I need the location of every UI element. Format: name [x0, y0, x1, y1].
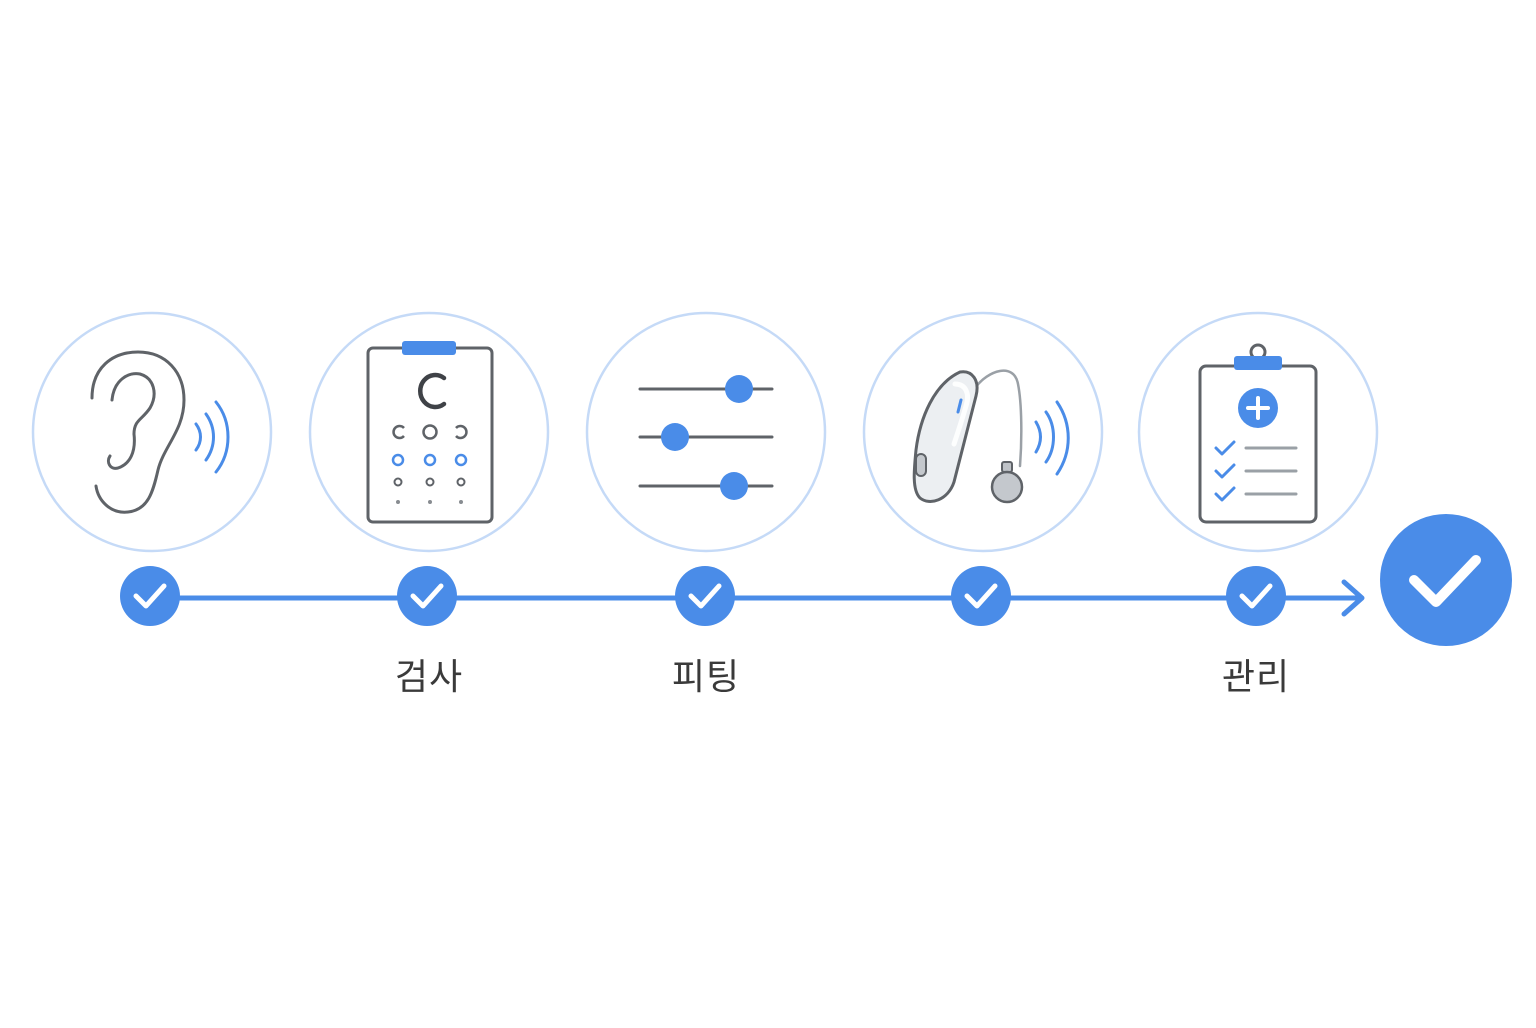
adjustment-sliders-icon	[638, 375, 774, 500]
timeline-arrowhead	[1341, 579, 1365, 617]
medical-clipboard-icon	[1198, 343, 1318, 524]
step-2-check-icon	[410, 583, 444, 609]
final-check-badge	[1380, 514, 1512, 646]
step-3-check-icon	[688, 583, 722, 609]
step-1	[31, 311, 273, 626]
step-4-check-badge	[951, 566, 1011, 626]
step-5	[1137, 311, 1379, 626]
final-step	[1380, 514, 1512, 646]
step-3-check-badge	[675, 566, 735, 626]
step-5-check-badge	[1226, 566, 1286, 626]
ear-sound-icon	[90, 350, 230, 514]
step-5-check-icon	[1239, 583, 1273, 609]
step-1-check-badge	[120, 566, 180, 626]
step-5-label: 관리	[1221, 657, 1291, 698]
step-2-label: 검사	[394, 657, 464, 698]
check-icon	[1409, 555, 1481, 607]
step-4	[862, 311, 1104, 626]
step-2	[308, 311, 550, 626]
eye-test-chart-icon	[366, 341, 494, 524]
step-3-ring	[585, 311, 827, 553]
step-1-ring	[31, 311, 273, 553]
step-3-label: 피팅	[671, 657, 741, 698]
step-3	[585, 311, 827, 626]
step-2-check-badge	[397, 566, 457, 626]
step-1-check-icon	[133, 583, 167, 609]
hearing-aid-icon	[912, 369, 1070, 504]
step-4-check-icon	[964, 583, 998, 609]
step-4-ring	[862, 311, 1104, 553]
